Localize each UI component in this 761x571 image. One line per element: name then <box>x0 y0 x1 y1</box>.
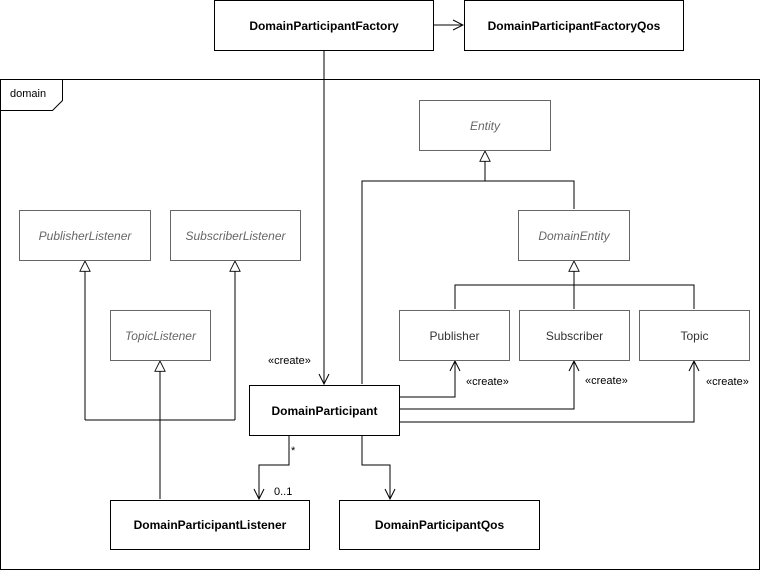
class-domainparticipantfactory: DomainParticipantFactory <box>214 0 434 51</box>
class-topiclistener: TopicListener <box>110 310 211 361</box>
domainentity-generalization <box>485 151 575 209</box>
stereotype-create-publisher: «create» <box>466 376 509 388</box>
publisher-generalization <box>454 284 574 309</box>
class-subscriber: Subscriber <box>519 310 630 361</box>
participant-qos-association <box>361 435 390 499</box>
participant-generalization <box>361 180 485 384</box>
create-publisher-arrow <box>400 361 455 398</box>
class-domainentity: DomainEntity <box>518 210 630 261</box>
class-domainparticipantqos: DomainParticipantQos <box>339 500 540 550</box>
stereotype-create-participant: «create» <box>268 355 311 367</box>
class-topic: Topic <box>639 310 750 361</box>
package-name: domain <box>10 88 47 100</box>
class-subscriberlistener: SubscriberListener <box>170 210 301 261</box>
stereotype-create-subscriber: «create» <box>585 375 628 387</box>
class-domainparticipantlistener: DomainParticipantListener <box>110 500 310 550</box>
class-entity: Entity <box>419 100 551 151</box>
create-topic-arrow <box>400 361 694 423</box>
multiplicity-target: 0..1 <box>274 486 293 498</box>
class-domainparticipantfactoryqos: DomainParticipantFactoryQos <box>464 0 684 51</box>
stereotype-create-topic: «create» <box>706 376 749 388</box>
class-publisherlistener: PublisherListener <box>19 210 151 261</box>
multiplicity-source: * <box>291 445 296 457</box>
class-domainparticipant: DomainParticipant <box>249 385 400 436</box>
create-subscriber-arrow <box>400 361 574 410</box>
topic-generalization <box>574 284 695 309</box>
participant-listener-association <box>259 435 290 499</box>
package-frame <box>0 79 760 570</box>
class-publisher: Publisher <box>399 310 510 361</box>
